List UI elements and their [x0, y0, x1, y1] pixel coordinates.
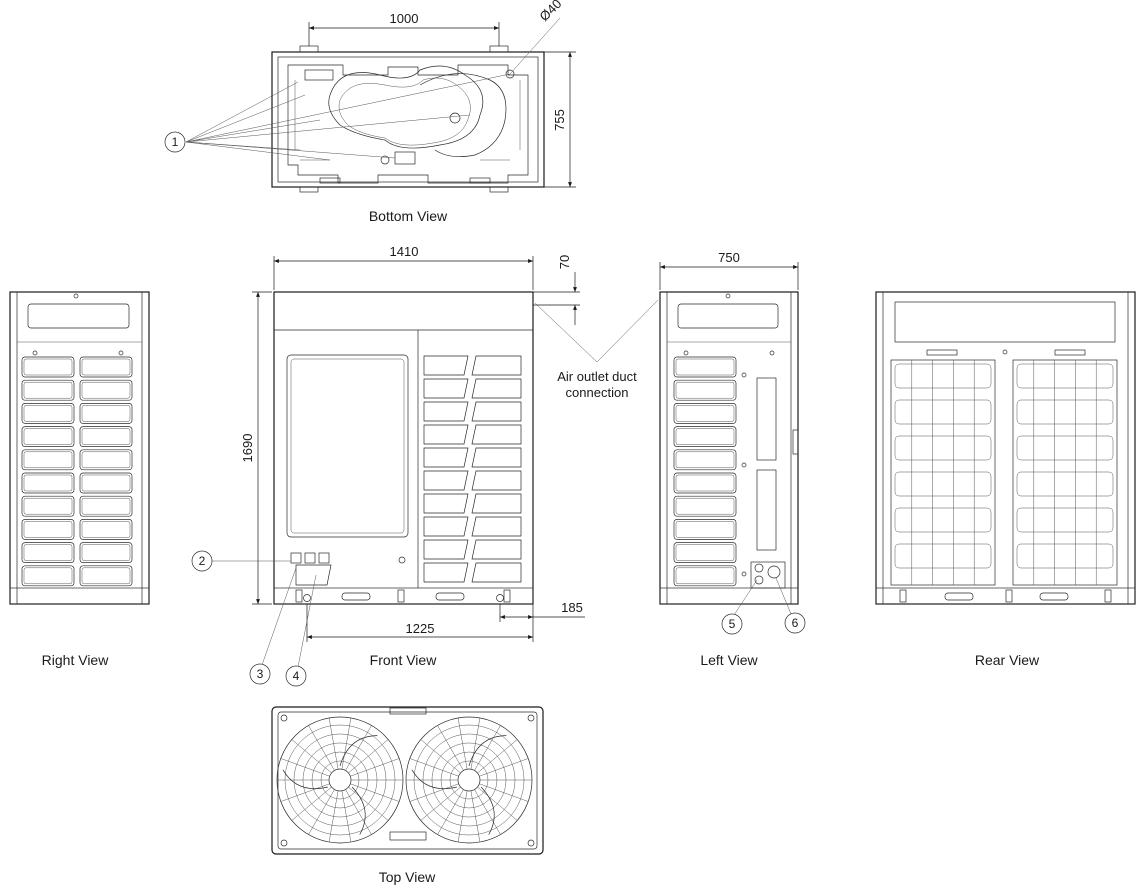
louver-slot [673, 426, 737, 447]
louver-slot [673, 403, 737, 424]
rear-view: Rear View [875, 291, 1136, 668]
louver-slot [79, 519, 133, 540]
louver-slot [471, 562, 522, 583]
louver-slot [673, 519, 737, 540]
air-outlet-annotation: Air outlet duct connection [534, 299, 659, 400]
fan-blade [282, 769, 328, 790]
louver-slot [423, 378, 469, 399]
louver-slot [423, 447, 469, 468]
louver-slot [673, 449, 737, 471]
louver-slot [471, 539, 522, 560]
top-view-label: Top View [379, 869, 436, 885]
louver-slot [471, 516, 522, 537]
air-outlet-line1: Air outlet duct [557, 369, 637, 384]
fan-blade [411, 769, 457, 790]
coil-panel [1012, 359, 1118, 586]
left-view: 750 5 6 Left View [659, 250, 806, 668]
bottom-depth-dim: 755 [552, 109, 567, 131]
louver-slot [21, 403, 75, 424]
left-view-label: Left View [700, 652, 758, 668]
coil-panel [890, 359, 996, 586]
base-offset-dim: 185 [561, 600, 583, 615]
hole-diameter-label: Ø40 [536, 0, 564, 24]
louver-slot [471, 447, 522, 468]
front-width-dim: 1410 [390, 244, 419, 259]
louver-slot [423, 470, 469, 491]
callout-1: 1 [172, 135, 179, 149]
louver-slot [21, 426, 75, 447]
louver-slot [673, 542, 737, 563]
louver-slot [673, 565, 737, 587]
fan-hub [457, 768, 481, 792]
louver-slot [423, 355, 469, 376]
louver-slot [21, 495, 75, 517]
base-width-dim: 1225 [406, 621, 435, 636]
louver-slot [79, 565, 133, 587]
louver-slot [471, 378, 522, 399]
louver-slot [423, 539, 469, 560]
air-outlet-line2: connection [566, 385, 629, 400]
louver-slot [423, 493, 469, 514]
right-view: Right View [9, 291, 150, 668]
louver-slot [79, 495, 133, 517]
louver-slot [79, 542, 133, 563]
front-view: 1410 1690 70 1225 185 2 3 4 Front View [191, 244, 585, 687]
louver-slot [423, 516, 469, 537]
fan-blade [351, 786, 366, 835]
fan-blade [339, 735, 378, 767]
louver-slot [471, 493, 522, 514]
callout-4: 4 [293, 669, 300, 683]
callout-6: 6 [792, 616, 799, 630]
louver-slot [673, 379, 737, 401]
louver-slot [21, 472, 75, 494]
louver-slot [471, 355, 522, 376]
louver-slot [21, 519, 75, 540]
louver-slot [21, 356, 75, 378]
louver-slot [21, 565, 75, 587]
louver-slot [673, 472, 737, 494]
right-view-label: Right View [42, 652, 110, 668]
louver-slot [79, 426, 133, 447]
callout-2: 2 [199, 554, 206, 568]
louver-slot [79, 379, 133, 401]
front-view-label: Front View [370, 652, 438, 668]
louver-slot [79, 403, 133, 424]
louver-slot [471, 424, 522, 445]
fan-blade [468, 735, 507, 767]
top-view: Top View [271, 706, 544, 885]
louver-slot [21, 379, 75, 401]
louver-slot [673, 495, 737, 517]
louver-slot [21, 449, 75, 471]
rear-view-label: Rear View [975, 652, 1040, 668]
bottom-width-dim: 1000 [390, 11, 419, 26]
louver-slot [79, 356, 133, 378]
louver-slot [423, 401, 469, 422]
louver-slot [471, 470, 522, 491]
front-height-dim: 1690 [240, 434, 255, 463]
louver-slot [423, 562, 469, 583]
bottom-view-label: Bottom View [369, 208, 448, 224]
bottom-view: Ø40 1000 755 1 Bottom View [164, 0, 576, 224]
fan-hub [328, 768, 352, 792]
callout-5: 5 [729, 617, 736, 631]
callout-3: 3 [257, 667, 264, 681]
louver-slot [79, 472, 133, 494]
louver-slot [471, 401, 522, 422]
outlet-offset-dim: 70 [557, 255, 572, 269]
louver-slot [673, 356, 737, 378]
louver-slot [21, 542, 75, 563]
louver-slot [79, 449, 133, 471]
left-depth-dim: 750 [718, 250, 740, 265]
louver-slot [423, 424, 469, 445]
fan-blade [480, 786, 495, 835]
